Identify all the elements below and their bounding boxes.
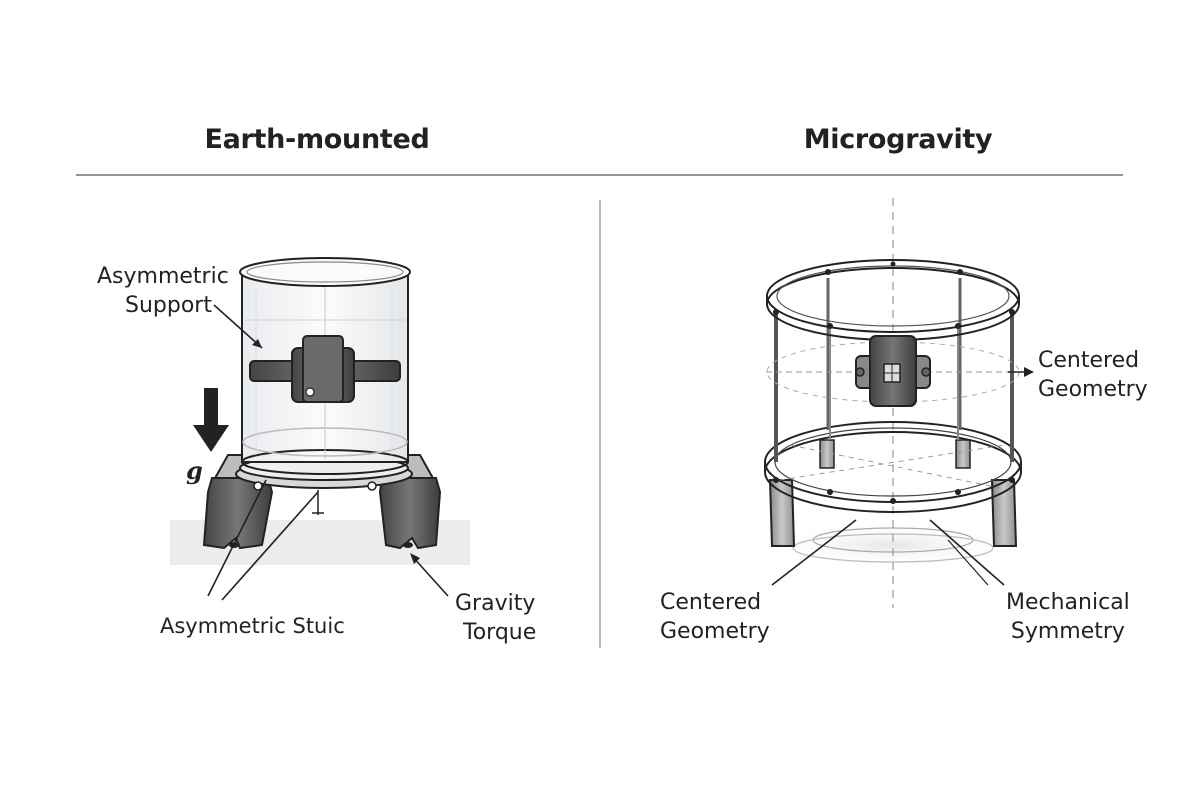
symmetry-leader-line-1 [929, 519, 1005, 586]
gravity-symbol: g [186, 456, 203, 485]
label-support-line-2: Support [125, 293, 212, 318]
label-torque-line-2: Torque [463, 620, 537, 645]
label-torque-line-1: Gravity [455, 591, 536, 616]
label-asymmetric-support: Asymmetric Support [97, 262, 229, 320]
label-centered-right-line-2: Geometry [1038, 377, 1148, 402]
label-mechanical-symmetry: Mechanical Symmetry [1006, 588, 1130, 646]
right-panel-title: Microgravity [803, 124, 993, 155]
left-panel-title: Earth-mounted [204, 124, 430, 155]
label-support-line-1: Asymmetric [97, 264, 229, 289]
support-leader-line [213, 304, 263, 349]
struc-leader-line-1 [207, 479, 267, 597]
label-gravity-torque: Gravity Torque [455, 589, 536, 647]
centered-bottom-leader-line [771, 519, 857, 586]
gravity-arrow-icon [193, 388, 229, 452]
torque-leader-line [411, 555, 449, 597]
label-centered-geometry-right: Centered Geometry [1038, 346, 1148, 404]
label-centered-bottom-line-1: Centered [660, 590, 762, 615]
label-symmetry-line-2: Symmetry [1010, 619, 1125, 644]
label-asymmetric-struc: Asymmetric Stuic [160, 614, 345, 638]
label-centered-right-line-1: Centered [1038, 348, 1140, 373]
label-centered-geometry-bottom: Centered Geometry [660, 588, 770, 646]
label-symmetry-line-1: Mechanical [1006, 590, 1130, 615]
struc-leader-line-2 [221, 491, 319, 601]
right-support-leg [378, 477, 442, 550]
label-centered-bottom-line-2: Geometry [660, 619, 770, 644]
microgravity-apparatus [753, 198, 1033, 608]
earth-mounted-apparatus [170, 257, 470, 565]
symmetry-leader-line-2 [947, 539, 989, 586]
